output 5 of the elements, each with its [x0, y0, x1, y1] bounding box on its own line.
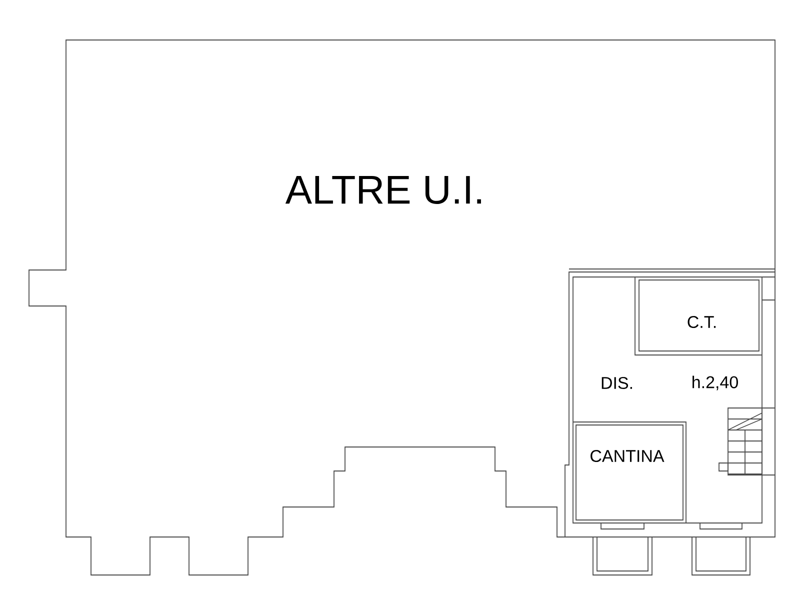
- room-label: DIS.: [602, 376, 632, 390]
- room-label: CANTINA: [590, 450, 664, 462]
- room-label: ALTRE U.I.: [285, 176, 481, 204]
- height-label: h.2,40: [692, 376, 738, 390]
- room-label: C.T.: [688, 316, 716, 328]
